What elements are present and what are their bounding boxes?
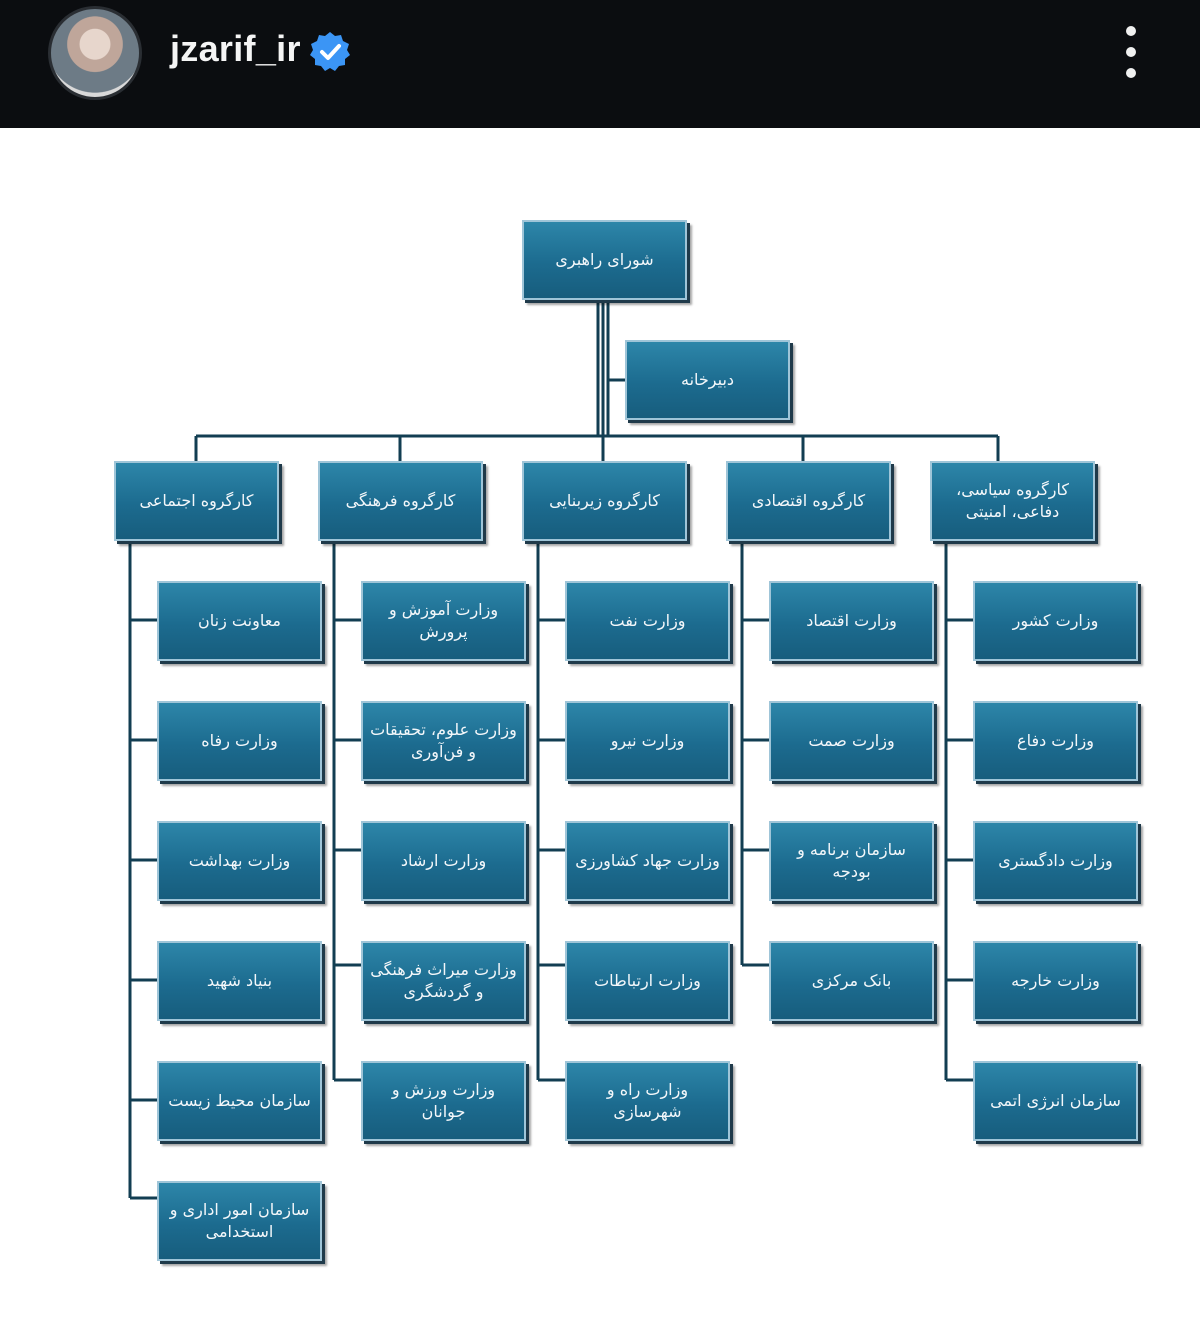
node-cultural-2: وزارت علوم، تحقیقات و فن‌آوری bbox=[361, 701, 526, 781]
node-social-2: وزارت رفاه bbox=[157, 701, 322, 781]
avatar[interactable] bbox=[48, 6, 142, 100]
secretariat-node: دبیرخانه bbox=[625, 340, 790, 420]
node-social-1: معاونت زنان bbox=[157, 581, 322, 661]
node-infrastructure-2: وزارت نیرو bbox=[565, 701, 730, 781]
group-header-economic: کارگروه اقتصادی bbox=[726, 461, 891, 541]
node-social-6: سازمان امور اداری و استخدامی bbox=[157, 1181, 322, 1261]
node-economic-2: وزارت صمت bbox=[769, 701, 934, 781]
node-political-5: سازمان انرژی اتمی bbox=[973, 1061, 1138, 1141]
node-cultural-1: وزارت آموزش و پرورش bbox=[361, 581, 526, 661]
node-social-5: سازمان محیط زیست bbox=[157, 1061, 322, 1141]
node-political-1: وزارت کشور bbox=[973, 581, 1138, 661]
root-node: شورای راهبری bbox=[522, 220, 687, 300]
group-header-cultural: کارگروه فرهنگی bbox=[318, 461, 483, 541]
verified-badge-icon bbox=[310, 32, 350, 71]
node-cultural-4: وزارت میراث فرهنگی و گردشگری bbox=[361, 941, 526, 1021]
node-social-4: بنیاد شهید bbox=[157, 941, 322, 1021]
node-cultural-3: وزارت ارشاد bbox=[361, 821, 526, 901]
node-economic-4: بانک مرکزی bbox=[769, 941, 934, 1021]
node-cultural-5: وزارت ورزش و جوانان bbox=[361, 1061, 526, 1141]
node-infrastructure-4: وزارت ارتباطات bbox=[565, 941, 730, 1021]
node-infrastructure-3: وزارت جهاد کشاورزی bbox=[565, 821, 730, 901]
group-header-social: کارگروه اجتماعی bbox=[114, 461, 279, 541]
node-economic-3: سازمان برنامه و بودجه bbox=[769, 821, 934, 901]
more-options-menu-icon[interactable] bbox=[1112, 26, 1152, 82]
group-header-infrastructure: کارگروه زیربنایی bbox=[522, 461, 687, 541]
node-economic-1: وزارت اقتصاد bbox=[769, 581, 934, 661]
username[interactable]: jzarif_ir bbox=[170, 28, 301, 69]
node-political-4: وزارت خارجه bbox=[973, 941, 1138, 1021]
node-infrastructure-5: وزارت راه و شهرسازی bbox=[565, 1061, 730, 1141]
node-political-2: وزارت دفاع bbox=[973, 701, 1138, 781]
node-political-3: وزارت دادگستری bbox=[973, 821, 1138, 901]
node-infrastructure-1: وزارت نفت bbox=[565, 581, 730, 661]
group-header-political-defense-security: کارگروه سیاسی، دفاعی، امنیتی bbox=[930, 461, 1095, 541]
node-social-3: وزارت بهداشت bbox=[157, 821, 322, 901]
profile-header: jzarif_ir bbox=[0, 0, 1200, 128]
